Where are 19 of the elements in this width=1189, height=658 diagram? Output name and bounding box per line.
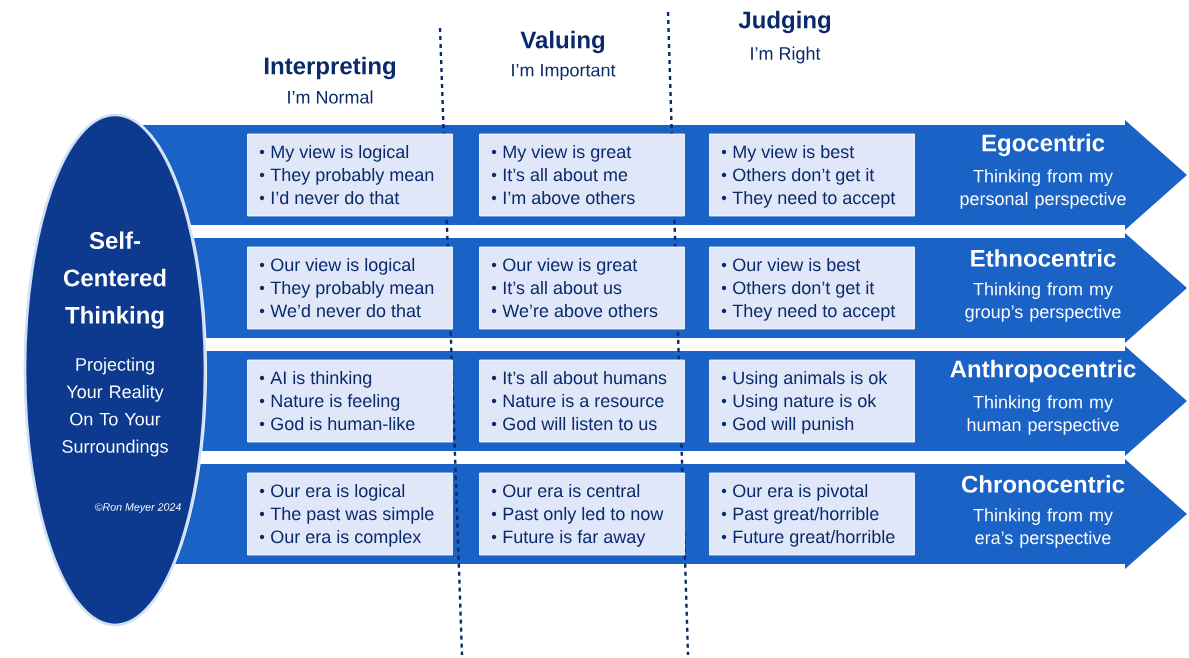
text-box: Our era is logical The past was simple Our era is complex — [247, 472, 453, 556]
text-box: Our view is great It’s all about us We’re above others — [479, 246, 685, 330]
column-heading: Interpreting — [264, 56, 396, 80]
text-box: Using animals is ok Using nature is ok God will punish — [709, 359, 915, 443]
column-subheading: I’m Normal — [288, 90, 373, 104]
text-box: Our view is best Others don’t get it They need to accept — [709, 246, 915, 330]
text-box: My view is great It’s all about me I’m above others — [479, 133, 685, 217]
text-box: My view is best Others don’t get it They need to accept — [709, 133, 915, 217]
text-box: AI is thinking Nature is feeling God is human-like — [247, 359, 453, 443]
oval: Self-Centered Thinking Projecting Your Reality On To Your Surroundings ©Ron Meyer 2024 — [23, 113, 207, 627]
text-box: Our era is pivotal Past great/horrible Future great/horrible — [709, 472, 915, 556]
text-box: My view is logical They probably mean I’d never do that — [247, 133, 453, 217]
column-subheading: I’m Right — [751, 46, 821, 64]
column-heading: Valuing — [520, 30, 605, 54]
text-box: It’s all about humans Nature is a resource God will listen to us — [479, 359, 685, 443]
column-subheading: I’m Important — [512, 63, 616, 81]
column-heading: Judging — [738, 10, 831, 34]
text-box: Our era is central Past only led to now Future is far away — [479, 472, 685, 556]
text-box: Our view is logical They probably mean We’d never do that — [247, 246, 453, 330]
